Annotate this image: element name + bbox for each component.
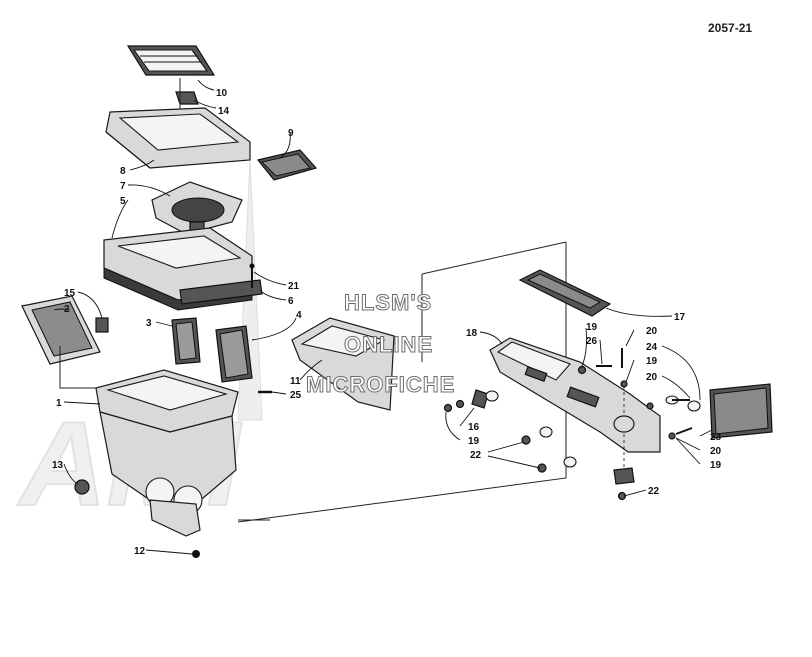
callout-24: 24 xyxy=(646,342,658,353)
callout-5: 5 xyxy=(120,196,126,207)
callout-19: 19 xyxy=(710,460,722,471)
watermark-line-1: HLSM'S xyxy=(344,290,432,315)
callout-15: 15 xyxy=(64,288,76,299)
callout-19: 19 xyxy=(468,436,480,447)
callout-22: 22 xyxy=(470,450,482,461)
leader-lines xyxy=(53,79,713,555)
callout-10: 10 xyxy=(216,88,228,99)
part-2-side-panel xyxy=(21,295,101,365)
part-18-duct-housing xyxy=(489,337,661,453)
callout-20: 20 xyxy=(710,446,722,457)
callout-2: 2 xyxy=(64,304,70,315)
callout-11: 11 xyxy=(290,376,301,387)
part-4-screen xyxy=(215,325,253,383)
callout-19: 19 xyxy=(586,322,598,333)
callout-18: 18 xyxy=(466,328,478,339)
callout-9: 9 xyxy=(288,128,294,139)
callout-13: 13 xyxy=(52,460,64,471)
guide-line xyxy=(237,242,567,523)
callout-6: 6 xyxy=(288,296,294,307)
part-13-grommet xyxy=(74,479,90,495)
part-17-plate xyxy=(518,269,612,317)
watermark-line-3: MICROFICHE xyxy=(306,372,455,397)
callout-4: 4 xyxy=(296,310,302,321)
callout-17: 17 xyxy=(674,312,686,323)
callout-26: 26 xyxy=(586,336,598,347)
callout-19: 19 xyxy=(646,356,658,367)
part-23-filter-pad xyxy=(709,383,773,439)
callout-20: 20 xyxy=(646,326,658,337)
callout-20: 20 xyxy=(646,372,658,383)
part-12-drain xyxy=(192,550,200,558)
callout-23: 23 xyxy=(710,432,722,443)
part-6-seal xyxy=(179,279,263,305)
part-1-airbox-bottom xyxy=(95,369,239,537)
callout-8: 8 xyxy=(120,166,126,177)
part-11-duct xyxy=(291,317,395,411)
callout-3: 3 xyxy=(146,318,152,329)
part-3-screen xyxy=(171,317,201,365)
callout-14: 14 xyxy=(218,106,230,117)
callout-7: 7 xyxy=(120,181,126,192)
callout-16: 16 xyxy=(468,422,480,433)
corner-code: 2057-21 xyxy=(708,21,752,35)
part-8-filter-lid xyxy=(105,107,251,169)
callout-25: 25 xyxy=(290,390,302,401)
part-21-screw xyxy=(249,263,255,288)
watermark-line-2: ONLINE xyxy=(344,332,433,357)
part-15-bolt xyxy=(95,317,109,333)
guide-line xyxy=(59,346,96,389)
callout-1: 1 xyxy=(56,398,62,409)
callout-22: 22 xyxy=(648,486,660,497)
callout-12: 12 xyxy=(134,546,146,557)
part-7-intake-adapter xyxy=(151,181,243,237)
hardware-set xyxy=(443,348,701,501)
callout-21: 21 xyxy=(288,281,300,292)
guide-line xyxy=(421,241,567,275)
part-10-grille-plate xyxy=(126,45,216,76)
part-14-clip xyxy=(175,91,199,105)
part-9-filter xyxy=(256,149,318,181)
